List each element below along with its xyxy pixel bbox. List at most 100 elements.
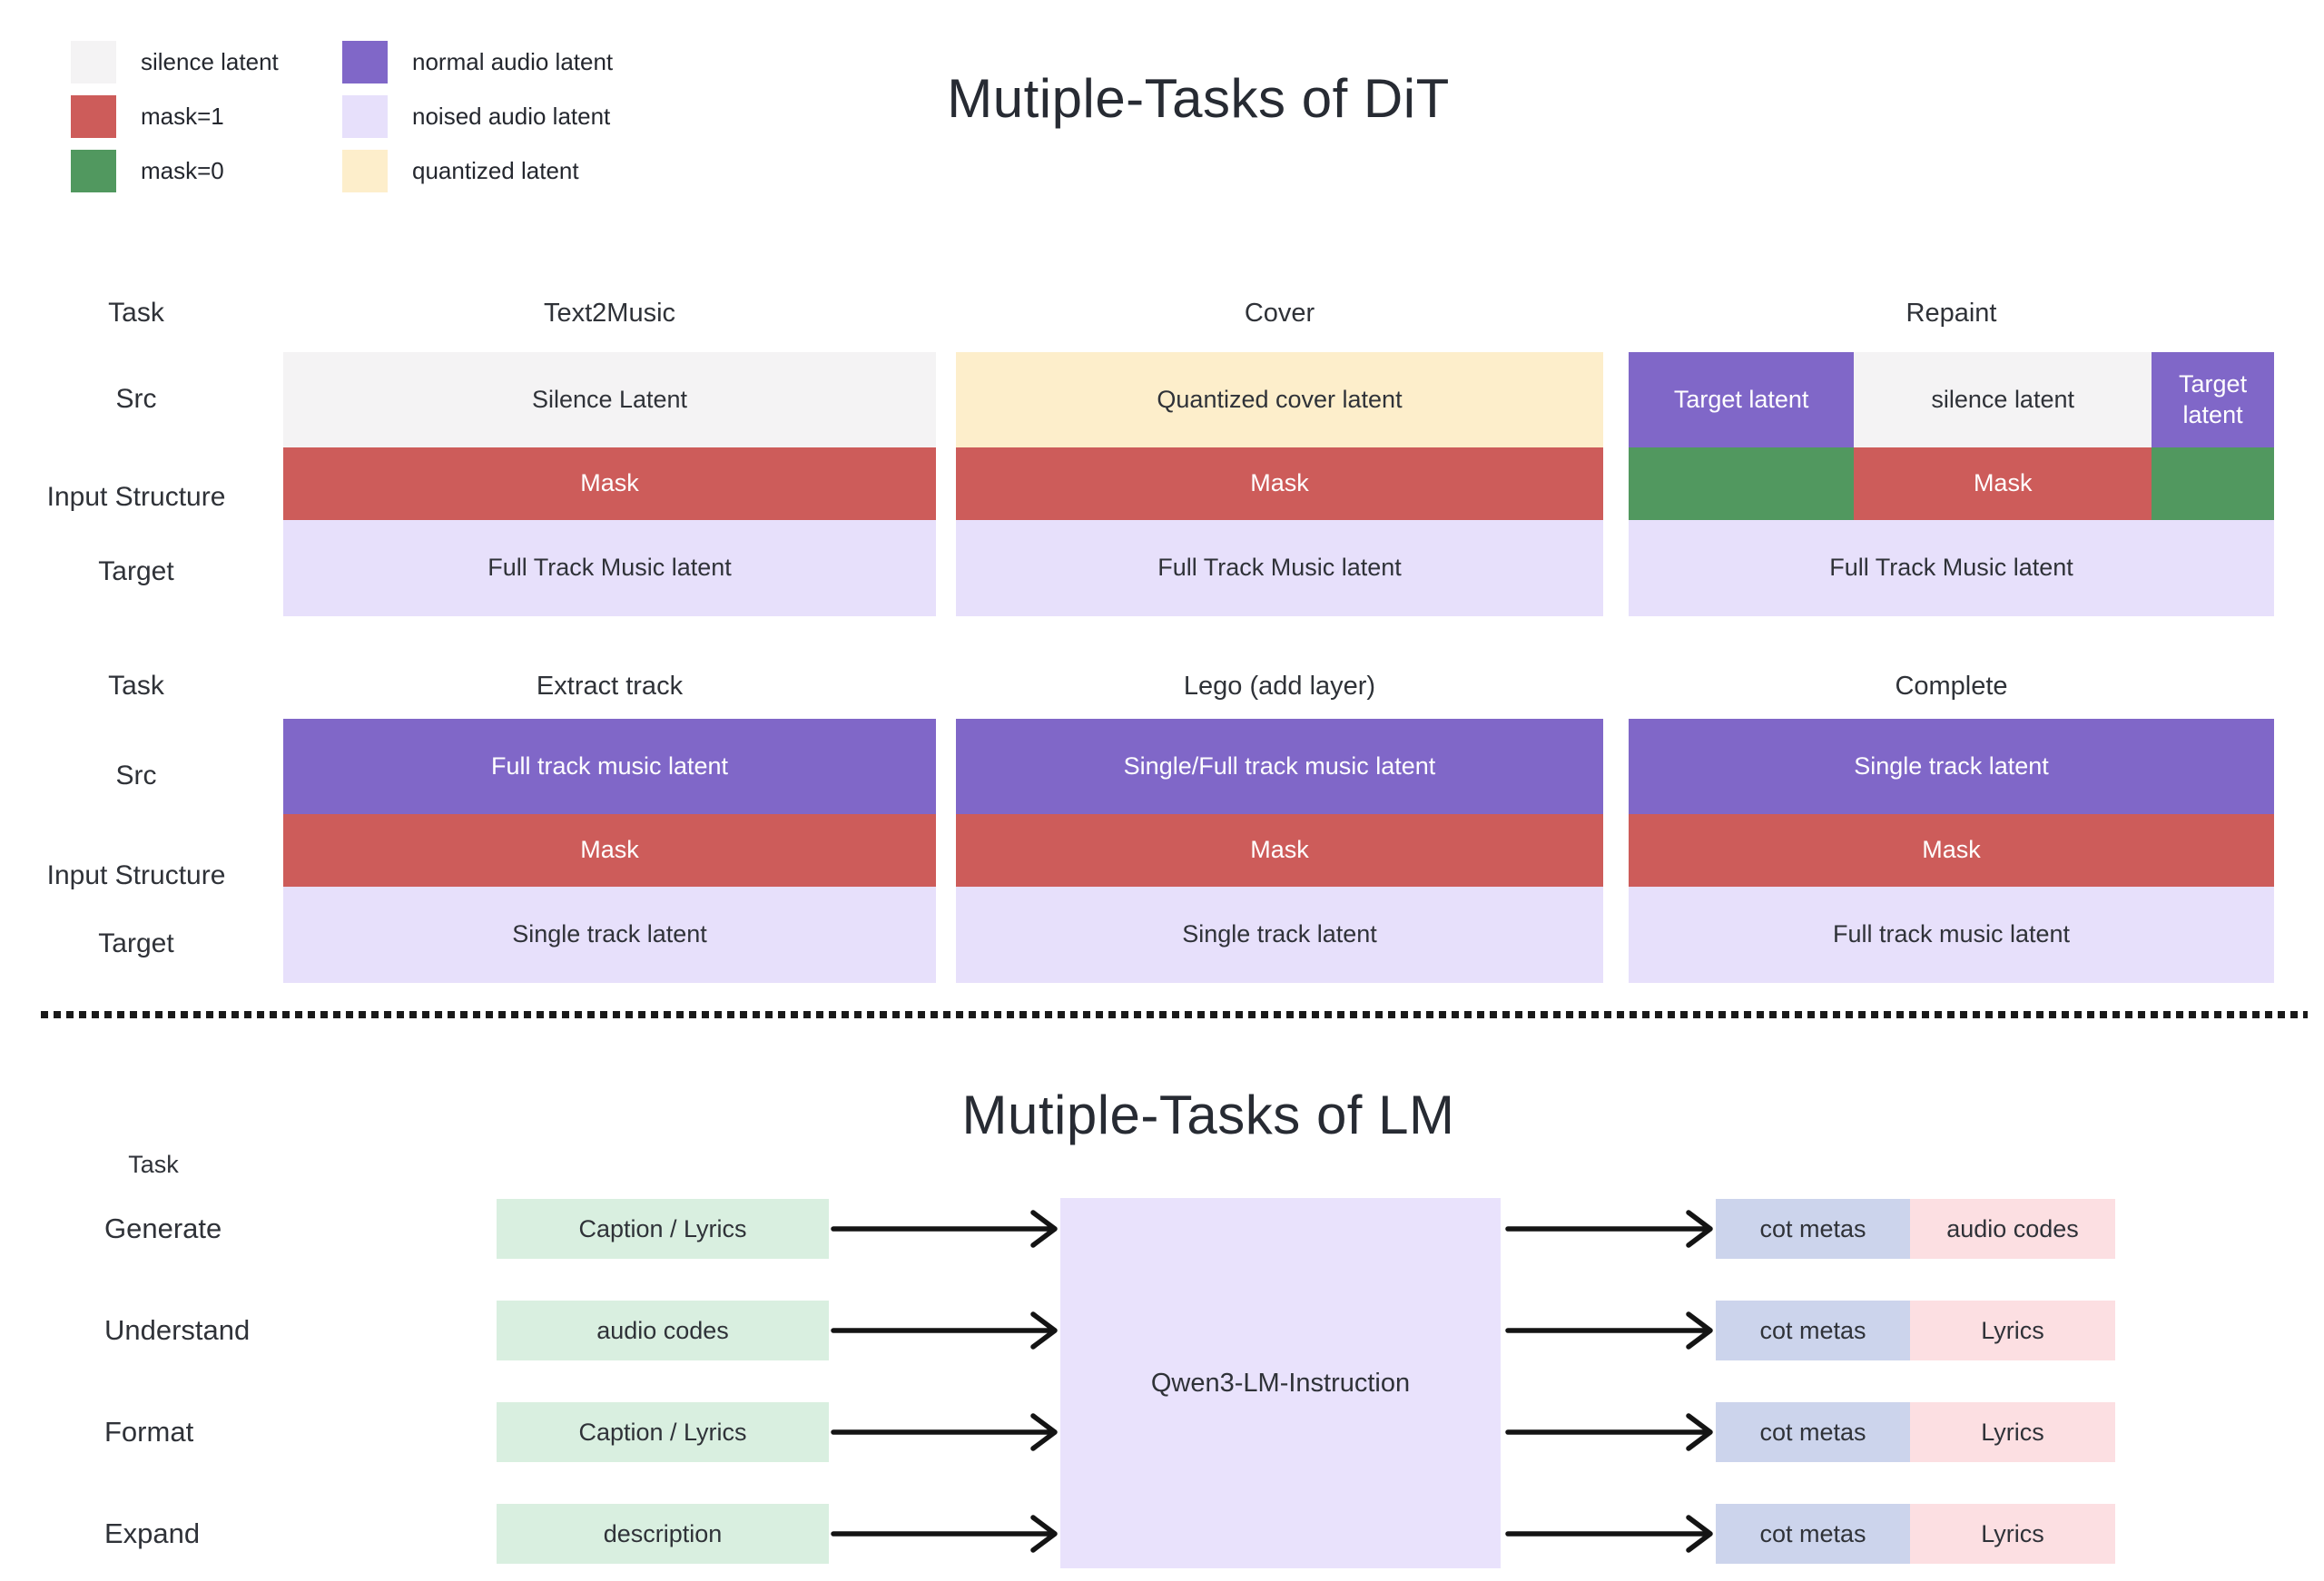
cot-metas-box: cot metas	[1716, 1199, 1910, 1259]
target-row: Full track music latent	[1629, 887, 2274, 983]
legend-item-label: mask=0	[141, 157, 224, 184]
task-column-title-extract-track: Extract track	[536, 671, 684, 701]
mask-row: Mask	[283, 814, 936, 887]
src-segment: Single track latent	[1629, 719, 2274, 814]
target-segment: Single track latent	[283, 887, 936, 983]
src-row: Quantized cover latent	[956, 352, 1603, 447]
mask-segment	[2152, 447, 2274, 520]
mask-segment	[1629, 447, 1855, 520]
lm-row-label-understand: Understand	[104, 1314, 251, 1346]
legend-item: mask=1	[71, 95, 279, 138]
mask-segment: Mask	[1854, 447, 2152, 520]
legend-swatch-silence-latent	[71, 41, 116, 83]
task-column-title-complete: Complete	[1895, 671, 2008, 701]
lm-input-box: Caption / Lyrics	[497, 1402, 829, 1462]
target-segment: Full track music latent	[1629, 887, 2274, 983]
lm-output-arrow	[1505, 1210, 1713, 1248]
legend-swatch-mask-0	[71, 150, 116, 192]
src-segment: Silence Latent	[283, 352, 936, 447]
dashed-divider-line	[41, 1011, 2308, 1018]
mask-row: Mask	[283, 447, 936, 520]
lm-output-arrow	[1505, 1311, 1713, 1350]
cot-metas-box: cot metas	[1716, 1504, 1910, 1564]
target-row: Single track latent	[283, 887, 936, 983]
lm-input-arrow	[831, 1311, 1058, 1350]
task-column-title-lego-add-layer-: Lego (add layer)	[1183, 671, 1376, 701]
legend-swatch-noised-audio-latent	[342, 95, 388, 138]
lm-row-label-generate: Generate	[104, 1213, 222, 1244]
task-column-title-repaint: Repaint	[1905, 298, 1997, 328]
lm-section-title: Mutiple-Tasks of LM	[961, 1084, 1455, 1145]
legend-swatch-normal-audio-latent	[342, 41, 388, 83]
legend-item: mask=0	[71, 150, 279, 192]
task-column-title-cover: Cover	[1244, 298, 1315, 328]
legend-item-label: quantized latent	[412, 157, 579, 184]
target-row: Full Track Music latent	[956, 520, 1603, 616]
lm-row-label-expand: Expand	[104, 1517, 201, 1549]
lm-output-box: Lyrics	[1910, 1504, 2115, 1564]
target-row: Single track latent	[956, 887, 1603, 983]
src-segment: Target latent	[2152, 352, 2274, 447]
lm-input-arrow	[831, 1210, 1058, 1248]
task-column-title-text2music: Text2Music	[543, 298, 676, 328]
target-segment: Single track latent	[956, 887, 1603, 983]
lm-input-arrow	[831, 1413, 1058, 1451]
target-segment: Full Track Music latent	[1629, 520, 2274, 616]
row-label-target: Target	[98, 556, 174, 586]
row-label-src: Src	[115, 384, 157, 414]
target-segment: Full Track Music latent	[956, 520, 1603, 616]
legend-item-label: noised audio latent	[412, 103, 611, 130]
row-label-input-structure: Input Structure	[46, 482, 226, 512]
row-label-task: Task	[108, 298, 164, 328]
lm-output-box: audio codes	[1910, 1199, 2115, 1259]
src-row: Single track latent	[1629, 719, 2274, 814]
legend-item: quantized latent	[342, 150, 613, 192]
row-label-target: Target	[98, 928, 174, 958]
legend-item: normal audio latent	[342, 41, 613, 83]
src-row: Silence Latent	[283, 352, 936, 447]
mask-segment: Mask	[283, 447, 936, 520]
src-segment: silence latent	[1854, 352, 2152, 447]
target-row: Full Track Music latent	[283, 520, 936, 616]
src-row: Single/Full track music latent	[956, 719, 1603, 814]
row-label-src: Src	[115, 761, 157, 790]
mask-row: Mask	[1629, 447, 2274, 520]
src-segment: Single/Full track music latent	[956, 719, 1603, 814]
qwen3-lm-instruction-box: Qwen3-LM-Instruction	[1060, 1198, 1501, 1568]
lm-output-box: Lyrics	[1910, 1402, 2115, 1462]
target-row: Full Track Music latent	[1629, 520, 2274, 616]
lm-output-arrow	[1505, 1413, 1713, 1451]
dit-section-title: Mutiple-Tasks of DiT	[947, 67, 1450, 129]
legend-item: noised audio latent	[342, 95, 613, 138]
lm-input-arrow	[831, 1515, 1058, 1553]
lm-row-label-format: Format	[104, 1416, 194, 1448]
legend-item: silence latent	[71, 41, 279, 83]
legend-item-label: normal audio latent	[412, 48, 614, 75]
legend-item-label: silence latent	[141, 48, 279, 75]
lm-output-arrow	[1505, 1515, 1713, 1553]
lm-input-box: audio codes	[497, 1301, 829, 1360]
mask-segment: Mask	[956, 447, 1603, 520]
src-segment: Quantized cover latent	[956, 352, 1603, 447]
src-row: Full track music latent	[283, 719, 936, 814]
mask-row: Mask	[1629, 814, 2274, 887]
src-segment: Full track music latent	[283, 719, 936, 814]
mask-segment: Mask	[283, 814, 936, 887]
cot-metas-box: cot metas	[1716, 1301, 1910, 1360]
mask-row: Mask	[956, 814, 1603, 887]
legend-column: normal audio latent noised audio latent qu…	[342, 41, 613, 204]
mask-segment: Mask	[1629, 814, 2274, 887]
legend-item-label: mask=1	[141, 103, 224, 130]
lm-output-box: Lyrics	[1910, 1301, 2115, 1360]
target-segment: Full Track Music latent	[283, 520, 936, 616]
legend-column: silence latent mask=1 mask=0	[71, 41, 279, 204]
row-label-input-structure: Input Structure	[46, 860, 226, 890]
legend-swatch-quantized-latent	[342, 150, 388, 192]
